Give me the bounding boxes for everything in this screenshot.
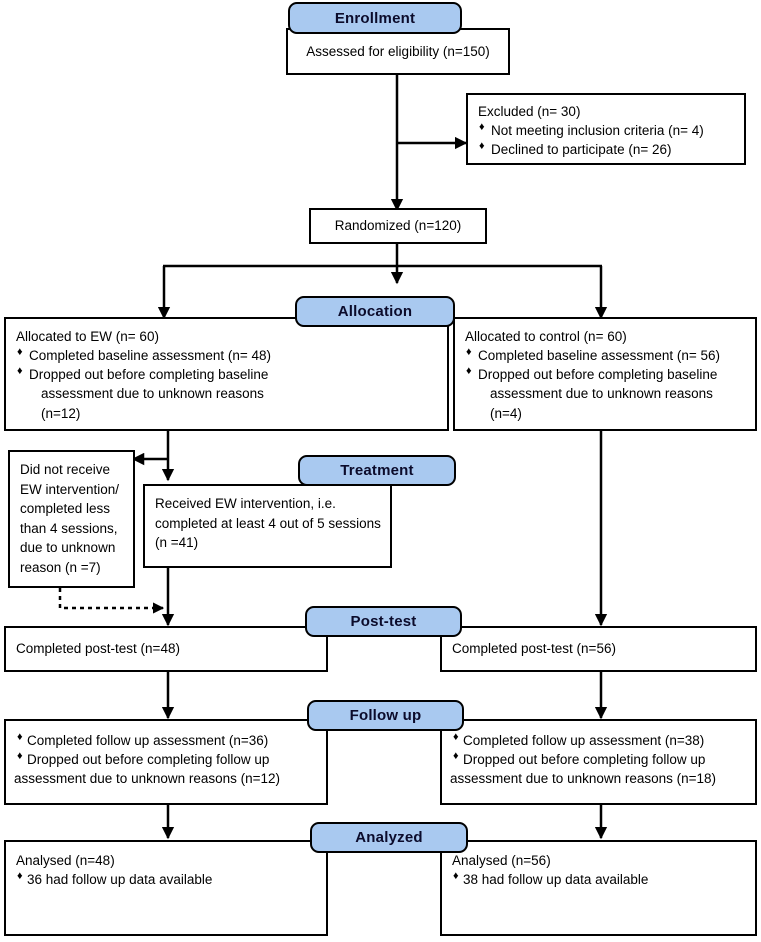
followup-right-bullet-list: Completed follow up assessment (n=38) Dr… <box>450 730 747 788</box>
list-item: Dropped out before completing follow up … <box>450 749 747 788</box>
analysed-right-bullet-list: 38 had follow up data available <box>452 869 747 889</box>
node-assessed-for-eligibility: Assessed for eligibility (n=150) <box>286 28 510 75</box>
followup-left-drop-line1: Dropped out before completing follow up <box>27 752 270 768</box>
analysed-right-heading: Analysed (n=56) <box>452 853 551 868</box>
banner-enrollment-label: Enrollment <box>334 9 416 27</box>
analysed-left-heading: Analysed (n=48) <box>16 853 115 868</box>
list-item: 38 had follow up data available <box>452 869 747 889</box>
banner-treatment: Treatment <box>298 455 456 486</box>
banner-treatment-label: Treatment <box>340 462 414 479</box>
did-not-receive-text: Did not receive EW intervention/ complet… <box>20 462 123 575</box>
list-item: 36 had follow up data available <box>16 869 318 889</box>
node-posttest-right: Completed post-test (n=56) <box>440 626 757 672</box>
node-allocated-control: Allocated to control (n= 60) Completed b… <box>453 317 757 431</box>
list-item: Dropped out before completing follow up … <box>14 749 318 788</box>
node-analysed-right: Analysed (n=56) 38 had follow up data av… <box>440 840 757 936</box>
banner-analyzed: Analyzed <box>310 822 468 853</box>
followup-left-bullet-list: Completed follow up assessment (n=36) Dr… <box>14 730 318 788</box>
banner-followup-label: Follow up <box>349 707 422 724</box>
posttest-left-text: Completed post-test (n=48) <box>16 641 180 657</box>
allocated-control-drop-line2: assessment due to unknown reasons <box>490 386 713 402</box>
followup-right-drop-line2: assessment due to unknown reasons (n=18) <box>450 771 717 787</box>
followup-right-drop-line1: Dropped out before completing follow up <box>463 752 706 768</box>
list-item: Completed baseline assessment (n= 56) <box>465 345 747 365</box>
allocated-ew-drop-line1: Dropped out before completing baseline <box>29 367 269 383</box>
banner-posttest-label: Post-test <box>350 613 417 630</box>
list-item: Completed follow up assessment (n=36) <box>16 730 318 750</box>
list-item: Completed baseline assessment (n= 48) <box>16 345 439 365</box>
allocated-ew-heading: Allocated to EW (n= 60) <box>16 329 159 344</box>
list-item: Dropped out before completing baseline a… <box>16 364 439 422</box>
allocated-control-bullet-list: Completed baseline assessment (n= 56) Dr… <box>465 345 747 423</box>
banner-followup: Follow up <box>307 700 464 731</box>
allocated-control-drop-line3: (n=4) <box>490 405 522 421</box>
list-item: Declined to participate (n= 26) <box>478 139 736 159</box>
list-item: Completed follow up assessment (n=38) <box>452 730 747 750</box>
allocated-control-drop-line1: Dropped out before completing baseline <box>478 367 718 383</box>
assessed-text: Assessed for eligibility (n=150) <box>306 43 490 59</box>
node-allocated-ew: Allocated to EW (n= 60) Completed baseli… <box>4 317 449 431</box>
node-excluded: Excluded (n= 30) Not meeting inclusion c… <box>466 93 746 165</box>
allocated-ew-drop-line2: assessment due to unknown reasons <box>41 386 264 402</box>
node-randomized: Randomized (n=120) <box>309 208 487 244</box>
banner-analyzed-label: Analyzed <box>355 829 423 846</box>
posttest-right-text: Completed post-test (n=56) <box>452 641 616 657</box>
banner-allocation-label: Allocation <box>337 303 413 320</box>
banner-posttest: Post-test <box>305 606 462 637</box>
node-did-not-receive: Did not receive EW intervention/ complet… <box>8 450 135 588</box>
banner-allocation: Allocation <box>295 296 455 327</box>
allocated-control-heading: Allocated to control (n= 60) <box>465 329 627 344</box>
allocated-ew-bullet-list: Completed baseline assessment (n= 48) Dr… <box>16 345 439 423</box>
node-received-ew: Received EW intervention, i.e. completed… <box>143 484 392 568</box>
node-analysed-left: Analysed (n=48) 36 had follow up data av… <box>4 840 328 936</box>
allocated-ew-drop-line3: (n=12) <box>41 405 81 421</box>
node-followup-right: Completed follow up assessment (n=38) Dr… <box>440 719 757 805</box>
analysed-left-bullet-list: 36 had follow up data available <box>16 869 318 889</box>
list-item: Not meeting inclusion criteria (n= 4) <box>478 120 736 140</box>
list-item: Dropped out before completing baseline a… <box>465 364 747 422</box>
followup-left-drop-line2: assessment due to unknown reasons (n=12) <box>14 771 281 787</box>
received-ew-text: Received EW intervention, i.e. completed… <box>155 496 385 551</box>
node-followup-left: Completed follow up assessment (n=36) Dr… <box>4 719 328 805</box>
line-didnotreceive-dotted <box>58 588 165 614</box>
randomized-text: Randomized (n=120) <box>334 218 462 234</box>
banner-enrollment: Enrollment <box>288 2 462 34</box>
excluded-heading: Excluded (n= 30) <box>478 104 581 119</box>
node-posttest-left: Completed post-test (n=48) <box>4 626 328 672</box>
excluded-bullet-list: Not meeting inclusion criteria (n= 4) De… <box>478 120 736 159</box>
